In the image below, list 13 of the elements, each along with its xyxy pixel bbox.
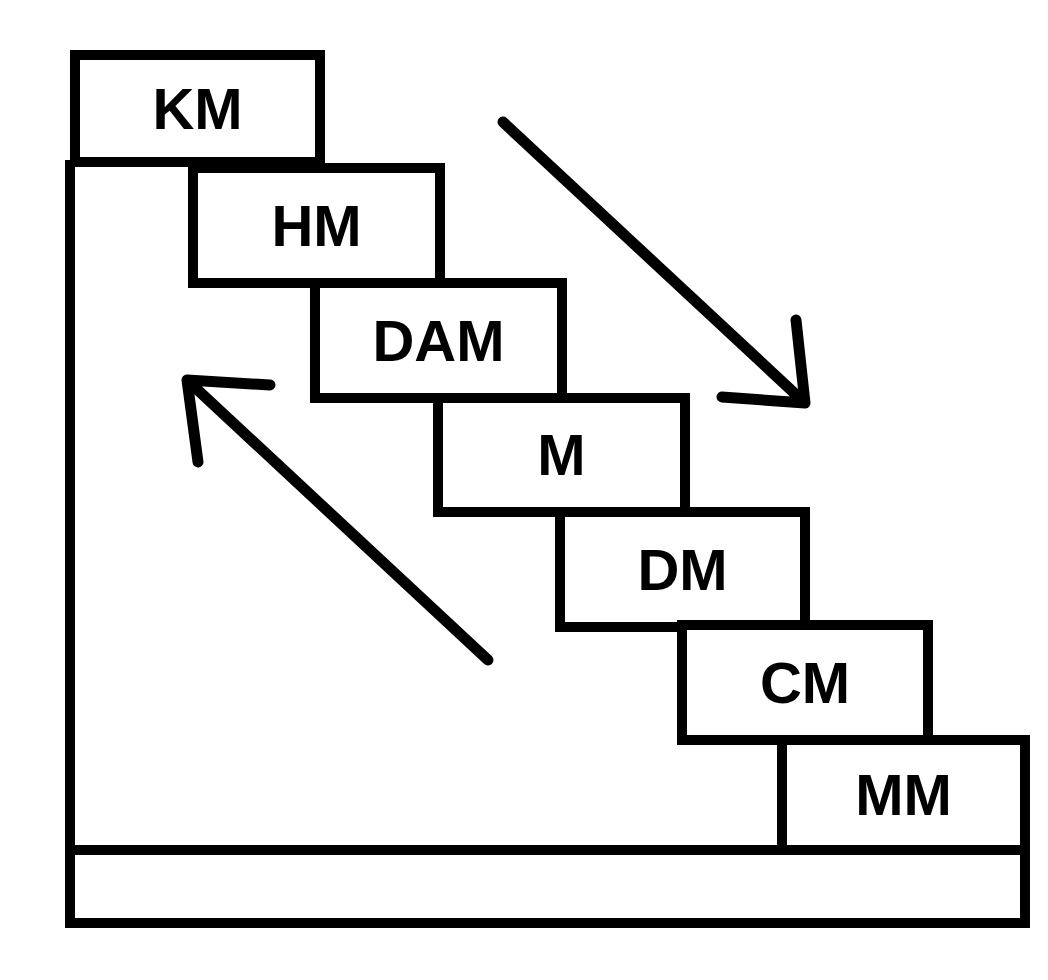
unit-label: DAM: [372, 311, 505, 370]
unit-label: CM: [759, 653, 851, 712]
unit-label: KM: [152, 79, 243, 138]
step-box: [433, 393, 690, 517]
step-box: [555, 507, 810, 632]
step-box: [677, 620, 933, 745]
unit-label: DM: [637, 540, 728, 599]
step-box: [310, 278, 567, 403]
step-box: [70, 50, 325, 167]
unit-label: MM: [855, 766, 952, 824]
step-box: [188, 163, 445, 288]
unit-label: HM: [271, 196, 362, 255]
unit-label: M: [537, 426, 586, 484]
